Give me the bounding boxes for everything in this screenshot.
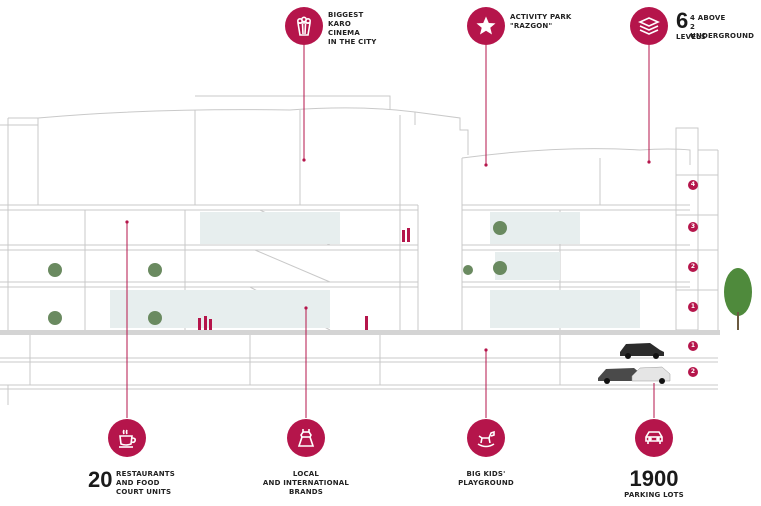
activity-park-label: ACTIVITY PARK "RAZGON" xyxy=(510,13,572,30)
underground-level-marker-2: 2 xyxy=(688,367,698,377)
rocking-horse-icon xyxy=(467,419,505,457)
playground-label: BIG KIDS' PLAYGROUND xyxy=(458,470,514,487)
levels-count: 6 xyxy=(676,8,689,33)
layers-icon xyxy=(630,7,668,45)
restaurants-label: RESTAURANTS AND FOOD COURT UNITS xyxy=(116,470,176,496)
parking-label: PARKING LOTS xyxy=(624,491,684,499)
levels-label: 4 ABOVE 2 UNDERGROUND xyxy=(690,14,755,40)
car-icon xyxy=(635,419,673,457)
popcorn-icon xyxy=(285,7,323,45)
level-marker-1: 1 xyxy=(688,302,698,312)
parking-count: 1900 xyxy=(629,466,679,491)
level-marker-3: 3 xyxy=(688,222,698,232)
cinema-label: BIGGEST KARO CINEMA IN THE CITY xyxy=(328,11,377,46)
brands-label: LOCAL AND INTERNATIONAL BRANDS xyxy=(262,470,350,496)
levels-label-suffix: LEVELS xyxy=(676,33,707,41)
restaurants-count: 20 xyxy=(88,467,113,492)
coffee-cup-icon xyxy=(108,419,146,457)
level-marker-2: 2 xyxy=(688,262,698,272)
star-icon xyxy=(467,7,505,45)
level-marker-4: 4 xyxy=(688,180,698,190)
dress-icon xyxy=(287,419,325,457)
underground-level-marker-1: 1 xyxy=(688,341,698,351)
